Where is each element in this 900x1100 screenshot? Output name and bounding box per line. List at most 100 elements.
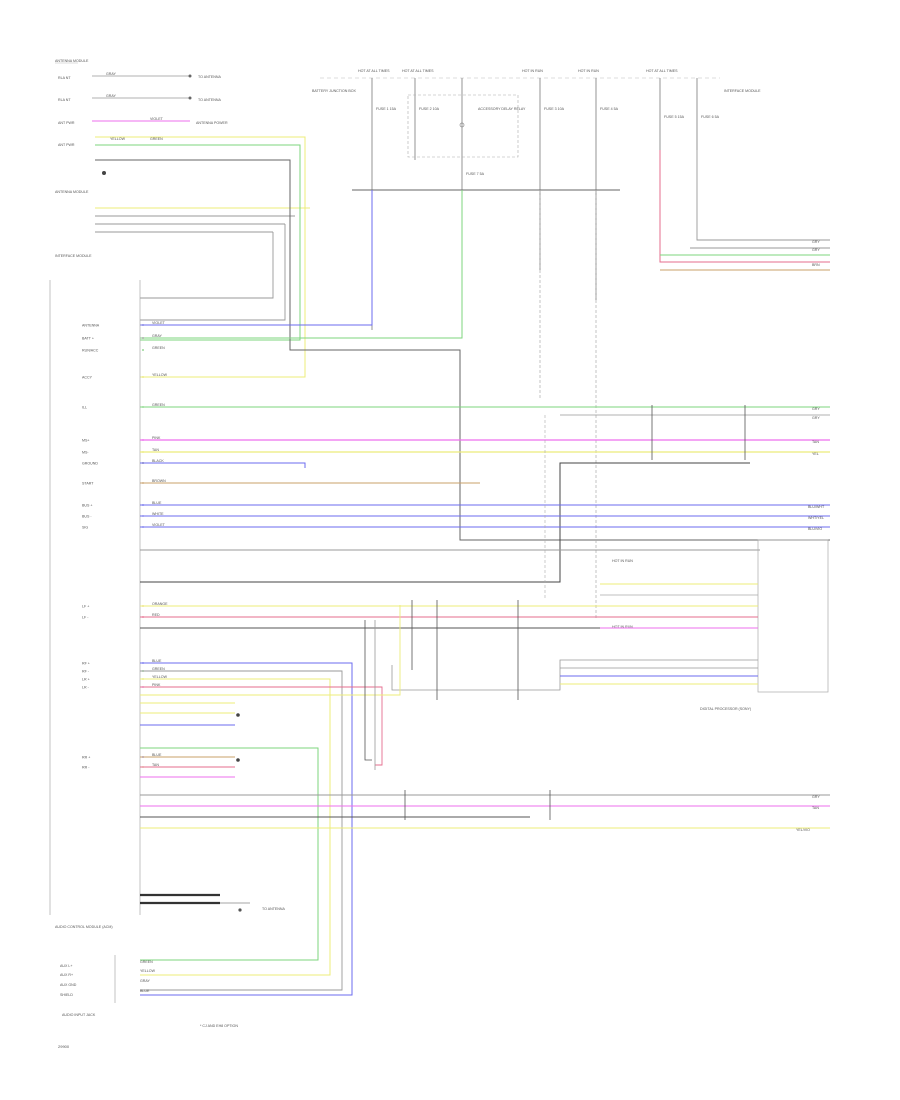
acm-pin-wire: PINK [152, 683, 161, 687]
conn-4-pin: ANT PWR [58, 143, 75, 147]
digital-processor-title: DIGITAL PROCESSOR (SONY) [700, 707, 751, 711]
relay-label: ACCESSORY DELAY RELAY [478, 107, 526, 111]
acm-pin-label: LR - [82, 686, 90, 690]
acm-pin-label: RR - [82, 766, 90, 770]
right-out-brn: BRN [812, 263, 820, 267]
diagram-id: 29900 [58, 1044, 70, 1049]
right-out-bluwht: BLU/WHT [808, 505, 825, 509]
conn-1-pin: RLA NT [58, 76, 71, 80]
speaker-loops [140, 605, 401, 996]
jack-pin-4: SHIELD [60, 993, 73, 997]
fuse-box-title: BATTERY JUNCTION BOX [312, 89, 357, 93]
antenna-feed-wires [95, 136, 830, 541]
audio-input-jack-title: AUDIO INPUT JACK [62, 1013, 96, 1017]
acm-pin-wire: VIOLET [152, 321, 166, 325]
acm-pin-label: RR + [82, 756, 90, 760]
right-out-whtyel: WHT/YEL [808, 516, 824, 520]
fuse-a: FUSE 1 15A [376, 107, 397, 111]
jack-wire-1: GREEN [140, 960, 153, 964]
acm-pin-wire: TAN [152, 448, 159, 452]
acm-pin-label: SIG [82, 526, 88, 530]
relay-box [407, 94, 519, 158]
acm-title-top: INTERFACE MODULE [55, 254, 92, 258]
jack-wire-3: GRAY [140, 979, 151, 983]
acm-box: INTERFACE MODULE AUDIO CONTROL MODULE (A… [49, 254, 141, 929]
right-out-yel: YEL [812, 452, 819, 456]
fuse-g: FUSE 7 5A [466, 172, 485, 176]
acm-title: AUDIO CONTROL MODULE (ACM) [55, 925, 113, 929]
power-feed-4: HOT IN RUN [578, 69, 599, 73]
right-out-gry-b: GRY [812, 795, 820, 799]
coax-dest: TO ANTENNA [262, 907, 286, 911]
fuse-b: FUSE 2 10A [419, 107, 440, 111]
acm-pin-label: ANTENNA [82, 324, 100, 328]
fuse-f: FUSE 6 5A [701, 115, 720, 119]
fuse-c: FUSE 3 10A [544, 107, 565, 111]
dp-note-1: HOT IN RUN [612, 559, 633, 563]
jack-pin-1: AUX L+ [60, 964, 73, 968]
acm-pin-label: RF + [82, 662, 90, 666]
conn-3-wire: VIOLET [150, 117, 164, 121]
acm-pin-label: ACCY [82, 376, 93, 380]
footer-note: * CJ AND EH8 OPTION [200, 1024, 238, 1028]
top-left-label: ANTENNA MODULE [55, 59, 89, 63]
acm-pin-wire: BLUE [152, 501, 162, 505]
right-out-bluvio: BLU/VIO [808, 527, 822, 531]
acm-pin-label: BATT + [82, 337, 94, 341]
acm-pin-label: MS+ [82, 439, 90, 443]
fuse-e: FUSE 5 15A [664, 115, 685, 119]
fuse-down-feeds [140, 190, 597, 620]
right-out-yelvio: YEL/VIO [796, 828, 810, 832]
jack-pin-2: AUX R+ [60, 973, 73, 977]
acm-pin-wire: GREEN [152, 346, 165, 350]
acm-pin-wire: BLUE [152, 659, 162, 663]
acm-pin-wire: BROWN [152, 479, 166, 483]
fuse-box: HOT AT ALL TIMES HOT AT ALL TIMES HOT IN… [312, 69, 761, 330]
acm-pin-label: RF - [82, 670, 90, 674]
acm-pin-wire: PINK [152, 436, 161, 440]
antenna-box: ANTENNA MODULE [55, 190, 310, 233]
ground-icon [238, 908, 242, 912]
acm-pin-label: LF + [82, 605, 89, 609]
fuse-d: FUSE 4 5A [600, 107, 619, 111]
jack-wire-4: BLUE [140, 989, 150, 993]
coax-antenna: TO ANTENNA [140, 893, 286, 912]
right-out-tan: TAN [812, 440, 819, 444]
right-out-3: GRY [812, 407, 820, 411]
acm-pin-wire: ORANGE [152, 602, 168, 606]
acm-pin-wire: YELLOW [152, 675, 168, 679]
ground-icon [236, 713, 240, 717]
ground-icon [236, 758, 240, 762]
jack-wire-2: YELLOW [140, 969, 156, 973]
conn-1-dest: TO ANTENNA [198, 75, 222, 79]
ground-icon [188, 96, 192, 100]
acm-pin-label: BUS + [82, 504, 93, 508]
power-feed-2: HOT AT ALL TIMES [402, 69, 434, 73]
right-out-2: GRY [812, 248, 820, 252]
right-out-1: GRY [812, 240, 820, 244]
interface-module-title: INTERFACE MODULE [724, 89, 761, 93]
acm-pin-terminal [142, 337, 144, 339]
conn-4-dest: GREEN [150, 137, 163, 141]
jack-pin-3: AUX GND [60, 983, 77, 987]
power-feed-3: HOT IN RUN [522, 69, 543, 73]
power-feed-1: HOT AT ALL TIMES [358, 69, 390, 73]
acm-pin-terminal [142, 376, 144, 378]
acm-pin-label: ILL [82, 406, 87, 410]
conn-1-wire: GRAY [106, 72, 117, 76]
acm-pin-wire: BLUE [152, 753, 162, 757]
main-horizontal-runs: GRY GRY TAN YEL BLU/WHT WHT/YEL BLU/VIO [140, 405, 830, 600]
conn-4-wire: YELLOW [110, 137, 126, 141]
audio-input-jack: AUX L+ GREEN AUX R+ YELLOW AUX GND GRAY … [60, 955, 156, 1017]
conn-3-dest: ANTENNA POWER [196, 121, 228, 125]
acm-pin-wire: RED [152, 613, 160, 617]
connector-dot-icon [102, 171, 106, 175]
acm-pin-wire: GREEN [152, 667, 165, 671]
power-feed-5: HOT AT ALL TIMES [646, 69, 678, 73]
relay-coil-icon [459, 122, 465, 128]
digital-processor-box: DIGITAL PROCESSOR (SONY) HOT IN RUN HOT … [612, 539, 829, 711]
right-out-tan-b: TAN [812, 806, 819, 810]
conn-2-pin: RLA NT [58, 98, 71, 102]
acm-pin-label: GROUND [82, 462, 98, 466]
